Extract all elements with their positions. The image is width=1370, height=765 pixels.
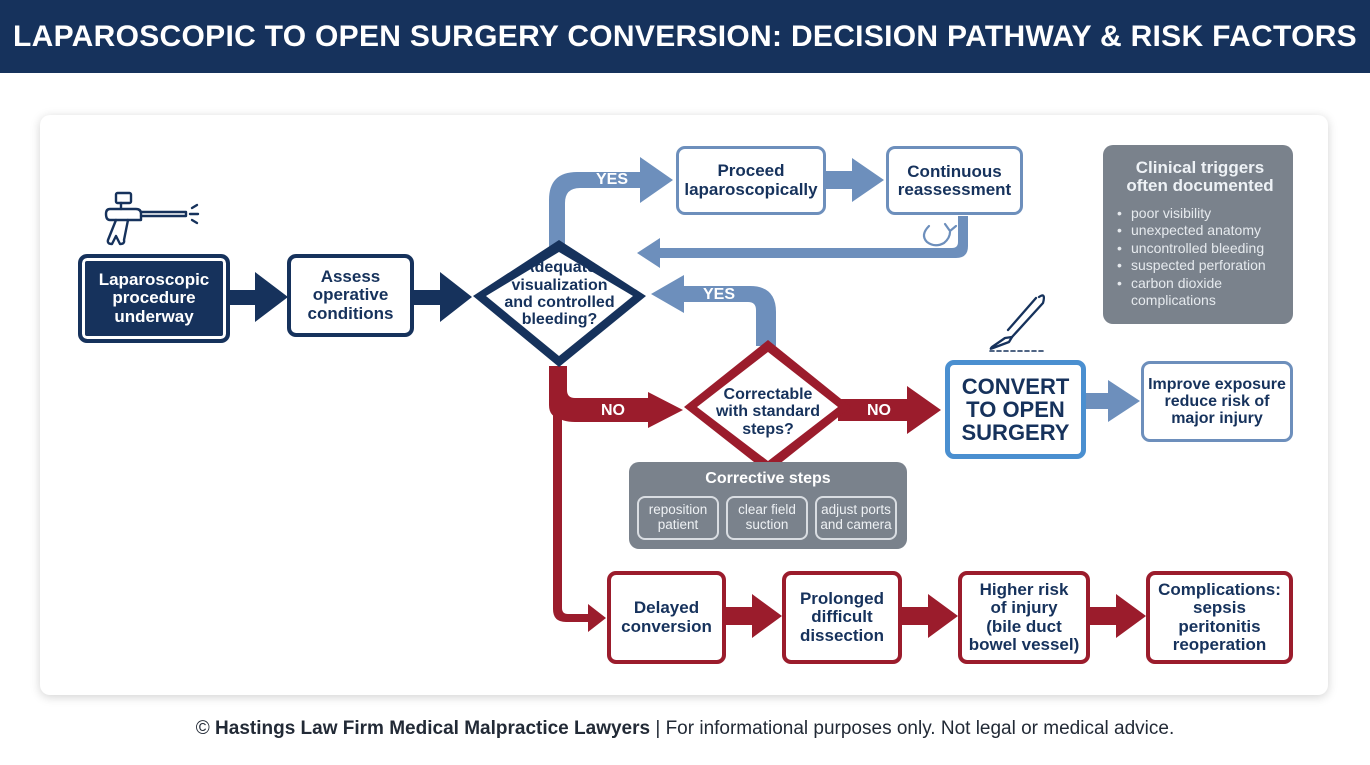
arrow-no-to-convert	[838, 386, 941, 434]
page-title: LAPAROSCOPIC TO OPEN SURGERY CONVERSION:…	[12, 19, 1357, 53]
start-node-laparoscopic-procedure: Laparoscopic procedure underway	[78, 254, 230, 343]
laparoscopic-instrument-icon	[104, 191, 200, 246]
corrective-steps-panel: Corrective steps reposition patient clea…	[629, 462, 907, 549]
clinical-triggers-list: poor visibility unexpected anatomy uncon…	[1117, 205, 1283, 310]
header-bar: LAPAROSCOPIC TO OPEN SURGERY CONVERSION:…	[0, 0, 1370, 73]
clinical-triggers-title: Clinical triggers often documented	[1126, 158, 1274, 195]
corrective-step-clear-field: clear field suction	[726, 496, 808, 540]
arrow-to-delayed	[553, 400, 606, 632]
corrective-step-adjust-ports: adjust ports and camera	[815, 496, 897, 540]
footer-firm-name: Hastings Law Firm Medical Malpractice La…	[215, 718, 651, 739]
decision-diamond-correctable	[684, 340, 851, 473]
arrow-no-to-correctable-body	[549, 366, 648, 422]
trigger-item: suspected perforation	[1117, 257, 1283, 275]
cycle-arrow-icon	[922, 222, 958, 247]
trigger-item: carbon dioxide complications	[1117, 275, 1283, 310]
improve-exposure-node: Improve exposure reduce risk of major in…	[1141, 361, 1293, 442]
no-label-correctable: NO	[601, 402, 625, 419]
footer-disclaimer-text: | For informational purposes only. Not l…	[650, 718, 1175, 739]
scalpel-icon	[989, 294, 1046, 352]
arrow-start-to-assess	[230, 272, 288, 322]
corrective-steps-title: Corrective steps	[705, 470, 831, 487]
no-label-convert: NO	[867, 402, 891, 419]
trigger-item: poor visibility	[1117, 205, 1283, 223]
decision-visualization-text: Adequate visualization and controlled bl…	[504, 259, 615, 329]
yes-label-proceed: YES	[596, 171, 629, 188]
arrow-proceed-to-reassess	[826, 158, 884, 202]
decision-correctable-text: Correctable with standard steps?	[715, 386, 820, 438]
proceed-laparoscopically-node: Proceed laparoscopically	[676, 146, 826, 215]
trigger-item: unexpected anatomy	[1117, 222, 1283, 240]
arrow-prolonged-to-risk	[902, 594, 958, 638]
footer-disclaimer: © Hastings Law Firm Medical Malpractice …	[0, 718, 1370, 740]
higher-risk-injury-node: Higher risk of injury (bile duct bowel v…	[958, 571, 1090, 664]
complications-node: Complications: sepsis peritonitis reoper…	[1146, 571, 1293, 664]
arrow-convert-to-improve	[1086, 380, 1140, 422]
continuous-reassessment-node: Continuous reassessment	[886, 146, 1023, 215]
trigger-item: uncontrolled bleeding	[1117, 240, 1283, 258]
prolonged-dissection-node: Prolonged difficult dissection	[782, 571, 902, 664]
corrective-step-reposition: reposition patient	[637, 496, 719, 540]
arrow-risk-to-complications	[1090, 594, 1146, 638]
delayed-conversion-node: Delayed conversion	[607, 571, 726, 664]
decision-diamond-visualization	[473, 240, 646, 367]
yes-label-back: YES	[703, 286, 736, 303]
arrow-reassess-loop	[637, 216, 968, 268]
assess-conditions-node: Assess operative conditions	[287, 254, 414, 337]
clinical-triggers-panel: Clinical triggers often documented poor …	[1103, 145, 1293, 324]
arrow-yes-back	[651, 275, 776, 346]
arrow-assess-to-decision	[414, 272, 472, 322]
arrow-yes-to-proceed	[549, 157, 673, 250]
footer-copyright: ©	[195, 718, 216, 739]
arrow-delayed-to-prolonged	[726, 594, 782, 638]
convert-to-open-surgery-node: CONVERT TO OPEN SURGERY	[945, 360, 1086, 459]
